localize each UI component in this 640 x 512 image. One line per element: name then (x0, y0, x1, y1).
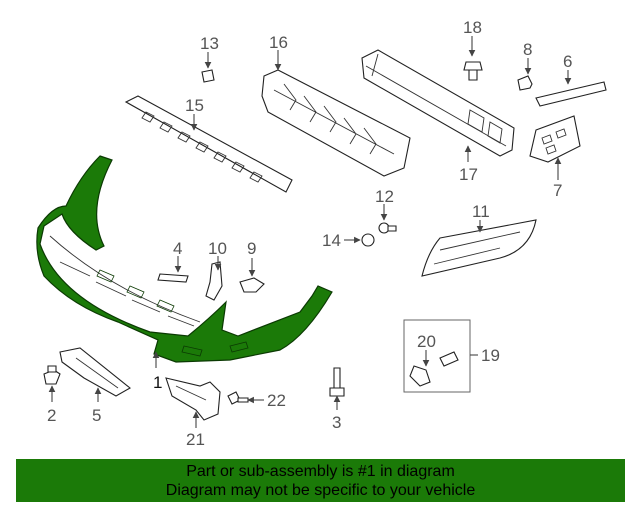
footer-line-2: Diagram may not be specific to your vehi… (165, 482, 476, 499)
bolt-part-18[interactable] (463, 61, 483, 81)
callout-5: 5 (92, 406, 101, 425)
callout-13: 13 (200, 34, 219, 53)
left-bracket-part-5[interactable] (59, 347, 131, 397)
callout-19: 19 (481, 346, 500, 365)
bracket-part-10[interactable] (205, 261, 223, 301)
kit-box-part-19[interactable] (403, 319, 471, 393)
side-bracket-part-7[interactable] (529, 115, 581, 163)
stud-part-3[interactable] (329, 367, 345, 397)
callout-11: 11 (472, 202, 490, 221)
parts-diagram: 1 2 3 4 5 6 7 8 9 10 11 12 13 14 15 16 1… (36, 18, 607, 449)
callout-20: 20 (417, 332, 436, 351)
trim-strip-part-6[interactable] (535, 81, 607, 107)
callout-21: 21 (186, 430, 205, 449)
callout-7: 7 (553, 181, 562, 200)
callout-3: 3 (332, 413, 341, 432)
callout-15: 15 (185, 96, 204, 115)
push-pin-part-12[interactable] (378, 222, 397, 234)
bracket-part-8[interactable] (517, 75, 533, 91)
clip-part-13[interactable] (201, 69, 215, 83)
callout-2: 2 (47, 406, 56, 425)
callout-14: 14 (322, 231, 341, 250)
energy-absorber-part-16[interactable] (261, 69, 411, 177)
reflector-part-11[interactable] (421, 219, 537, 277)
impact-bar-part-17[interactable] (361, 49, 515, 157)
callout-22: 22 (267, 391, 286, 410)
lower-bracket-part-21[interactable] (165, 377, 221, 421)
callout-18: 18 (463, 18, 482, 37)
callout-4: 4 (173, 239, 182, 258)
footer-banner: Part or sub-assembly is #1 in diagram Di… (16, 459, 625, 502)
callout-10: 10 (208, 239, 227, 258)
callout-1: 1 (153, 373, 162, 392)
callout-16: 16 (269, 33, 288, 52)
footer-line-1: Part or sub-assembly is #1 in diagram (186, 463, 455, 480)
bolt-part-2[interactable] (43, 365, 61, 385)
pad-part-4[interactable] (157, 273, 189, 283)
leader-lines (48, 36, 572, 428)
callout-8: 8 (523, 40, 532, 59)
screw-part-22[interactable] (227, 391, 249, 405)
callout-12: 12 (375, 187, 394, 206)
retainer-part-9[interactable] (239, 277, 265, 293)
callout-9: 9 (247, 239, 256, 258)
bumper-cover-part-1[interactable] (36, 155, 333, 363)
grommet-part-14[interactable] (361, 233, 375, 247)
callout-6: 6 (563, 52, 572, 71)
bracket-strip-part-15[interactable] (124, 95, 293, 193)
callout-17: 17 (459, 165, 478, 184)
